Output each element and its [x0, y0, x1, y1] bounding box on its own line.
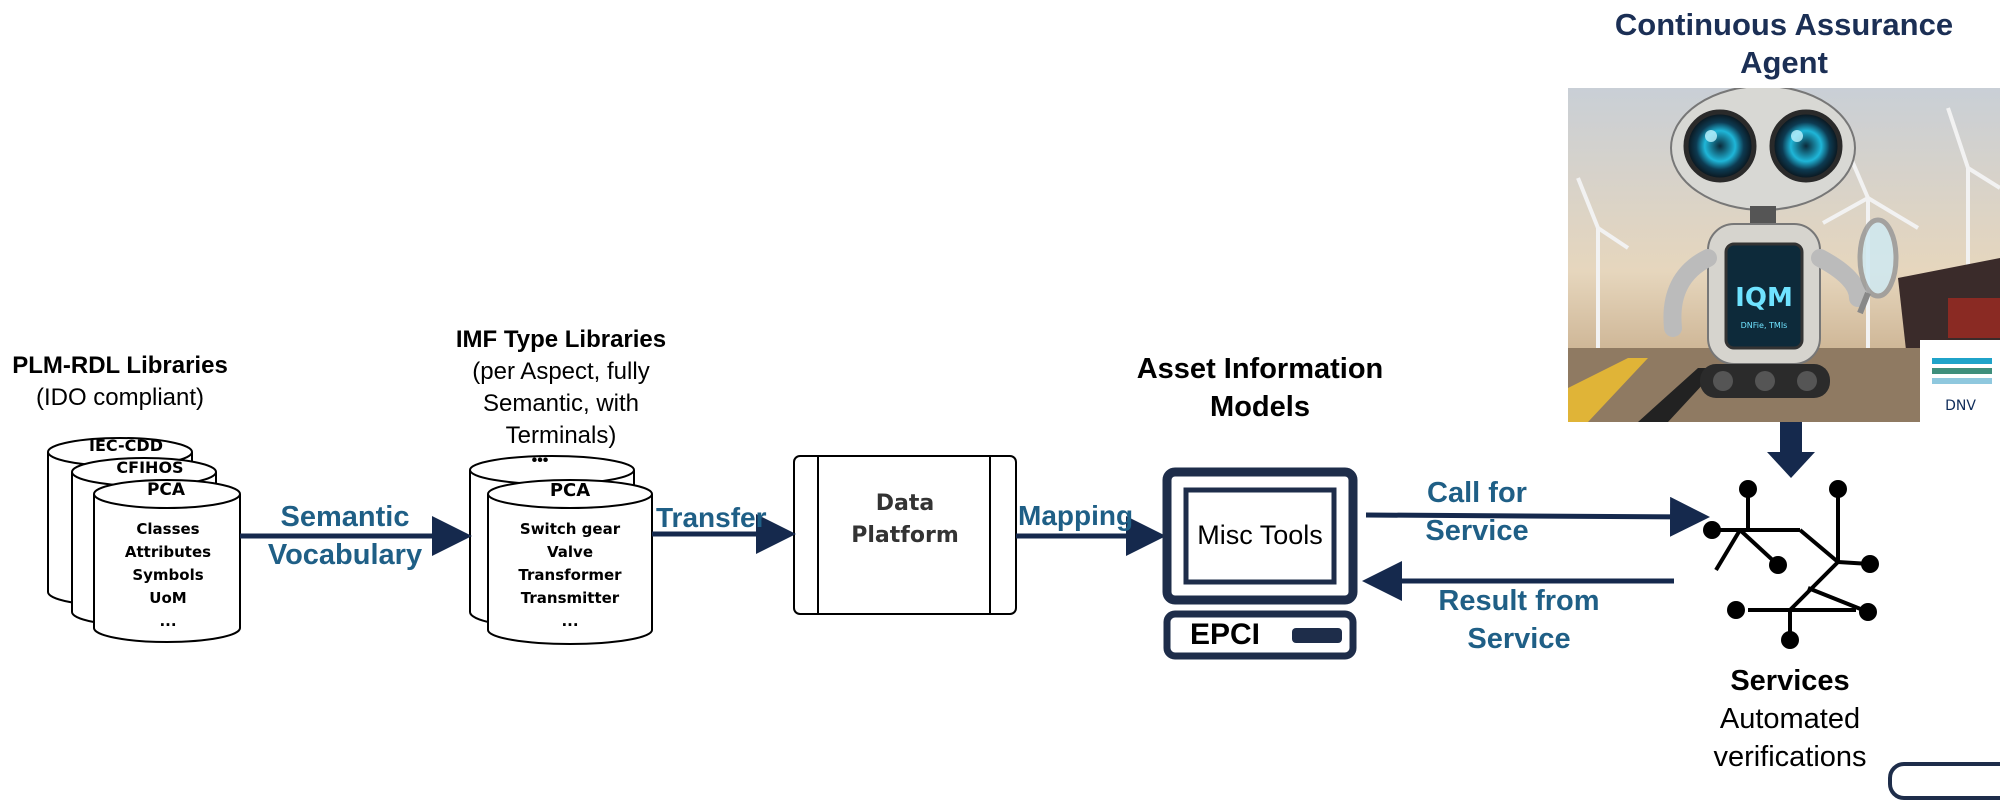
- list-item: Symbols: [132, 566, 204, 584]
- result-from-service-label: Result from Service: [1404, 582, 1634, 658]
- agent-robot-image: IQM DNFie, TMIs DNV: [1568, 88, 2000, 422]
- computer-base: [1163, 610, 1357, 660]
- badge-text: IQM: [1735, 283, 1793, 313]
- semantic-vocabulary-label: Semantic Vocabulary: [250, 498, 440, 574]
- services-network-icon: [1712, 490, 1871, 638]
- arrow-call-for-service: [1365, 496, 1710, 537]
- plm-subtitle: (IDO compliant): [35, 384, 205, 411]
- imf-title: IMF Type Libraries: [455, 326, 667, 353]
- call-line2: Service: [1425, 515, 1529, 547]
- plm-label-iec-cdd: IEC-CDD: [89, 436, 163, 455]
- imf-title-block: IMF Type Libraries (per Aspect, fully Se…: [420, 324, 702, 452]
- imf-cylinder-front: [487, 479, 653, 645]
- cropped-shape: [1888, 762, 2000, 800]
- list-item: ...: [561, 612, 579, 630]
- services-text-block: Services Automated verifications: [1700, 662, 1880, 776]
- list-item: Transmitter: [520, 589, 620, 607]
- list-item: Valve: [546, 543, 593, 561]
- result-line1: Result from: [1438, 585, 1600, 617]
- imf-subtitle-line2: Semantic, with: [482, 390, 640, 417]
- list-item: ...: [159, 612, 177, 630]
- call-line1: Call for: [1427, 477, 1527, 509]
- imf-subtitle-line3: Terminals): [505, 422, 617, 449]
- services-title: Services: [1730, 665, 1850, 697]
- epci-label: EPCI: [1190, 618, 1261, 651]
- plm-cylinder-front: [93, 479, 241, 643]
- aim-title: Asset Information Models: [1110, 350, 1410, 426]
- robot-illustration: IQM DNFie, TMIs DNV: [1568, 88, 2000, 422]
- list-item: Switch gear: [519, 520, 621, 538]
- aim-title-line1: Asset Information: [1136, 353, 1384, 385]
- aim-title-line2: Models: [1210, 391, 1310, 423]
- computer-monitor: [1162, 467, 1358, 605]
- data-platform-line2: Platform: [851, 523, 959, 548]
- plm-label-pca: PCA: [146, 480, 186, 500]
- plm-label-cfihos: CFIHOS: [116, 458, 184, 477]
- misc-tools-label: Misc Tools: [1197, 520, 1323, 550]
- imf-label-ellipsis: •••: [531, 452, 549, 469]
- imf-label-pca: PCA: [549, 480, 591, 501]
- agent-title-line1: Continuous Assurance: [1614, 7, 1954, 42]
- agent-title: Continuous Assurance Agent: [1568, 6, 2000, 82]
- imf-item-list: Switch gear Valve Transformer Transmitte…: [496, 518, 644, 633]
- dnv-logo-text: DNV: [1945, 398, 1976, 414]
- services-line2: verifications: [1713, 741, 1867, 773]
- call-for-service-label: Call for Service: [1392, 474, 1562, 550]
- list-item: Transformer: [518, 566, 622, 584]
- mapping-label: Mapping: [1018, 500, 1134, 531]
- services-line1: Automated: [1719, 703, 1861, 735]
- list-item: Classes: [136, 520, 200, 538]
- semantic-vocabulary-line1: Semantic: [280, 501, 410, 533]
- services-network-nodes: [1703, 480, 1879, 649]
- transfer-label: Transfer: [656, 502, 767, 533]
- arrow-agent-to-services: [1767, 422, 1815, 478]
- semantic-vocabulary-line2: Vocabulary: [267, 539, 423, 571]
- imf-subtitle-line1: (per Aspect, fully: [472, 358, 650, 385]
- list-item: UoM: [149, 589, 187, 607]
- result-line2: Service: [1467, 623, 1571, 655]
- plm-title: PLM-RDL Libraries: [12, 352, 228, 379]
- list-item: Attributes: [124, 543, 212, 561]
- agent-title-line2: Agent: [1740, 45, 1828, 80]
- diagram-canvas: [47, 422, 1879, 660]
- badge-subtext: DNFie, TMIs: [1741, 321, 1788, 330]
- plm-item-list: Classes Attributes Symbols UoM ...: [104, 518, 232, 633]
- data-platform-line1: Data: [875, 491, 935, 516]
- data-platform-label: Data Platform: [820, 488, 990, 552]
- plm-title-block: PLM-RDL Libraries (IDO compliant): [0, 350, 240, 414]
